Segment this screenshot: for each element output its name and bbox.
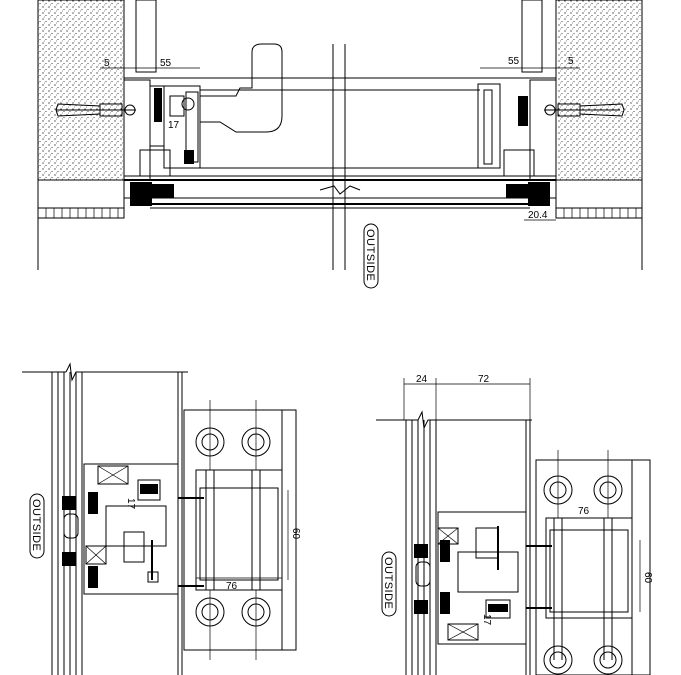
dim-bl-17: 17 <box>125 498 136 510</box>
right-window-profile <box>477 79 557 206</box>
center-mullion-line <box>319 44 361 270</box>
dim-left-5: 5 <box>104 58 110 69</box>
svg-text:OUTSIDE: OUTSIDE <box>364 229 376 281</box>
left-anchor-bolt <box>55 103 136 117</box>
left-screed <box>37 179 125 209</box>
outside-label-top: OUTSIDE <box>363 223 379 289</box>
left-sill-seal <box>130 182 152 206</box>
left-tile-strip <box>37 207 125 219</box>
right-anchor-bolt <box>544 103 625 117</box>
dim-right-55: 55 <box>508 56 520 67</box>
left-window-profile <box>123 79 201 206</box>
right-brick-infill <box>521 0 543 73</box>
svg-text:OUTSIDE: OUTSIDE <box>30 499 42 551</box>
br-bolt-heads <box>543 450 623 675</box>
left-gasket <box>152 184 174 198</box>
dim-br-72: 72 <box>478 374 490 385</box>
dim-br-17: 17 <box>481 614 492 626</box>
bl-mounting-plate <box>183 409 297 651</box>
dim-bl-60: 60 <box>290 528 301 540</box>
dim-left-20-4: 20.4 <box>132 198 152 209</box>
bottom-right-section: 24 72 17 <box>376 374 653 675</box>
top-section-plan: 55 5 17 20.4 55 5 20.4 OUTSIDE <box>37 0 643 289</box>
dim-br-60: 60 <box>642 572 653 584</box>
dim-right-5: 5 <box>568 56 574 67</box>
dim-left-17: 17 <box>168 120 180 131</box>
right-screed <box>555 179 643 209</box>
dim-br-24: 24 <box>416 374 428 385</box>
right-sill-seal <box>528 182 550 206</box>
left-brick-infill <box>135 0 157 73</box>
dim-br-76: 76 <box>578 506 590 517</box>
right-tile-strip <box>555 207 643 219</box>
outside-label-bottom-right: OUTSIDE <box>381 551 397 617</box>
bl-bolt-heads <box>195 400 271 660</box>
dim-bl-76: 76 <box>226 581 238 592</box>
bottom-left-section: 17 76 60 OUTSIDE <box>22 362 301 675</box>
dim-left-55: 55 <box>160 58 172 69</box>
outside-label-bottom-left: OUTSIDE <box>29 493 45 559</box>
svg-text:OUTSIDE: OUTSIDE <box>382 557 394 609</box>
dim-right-20-4: 20.4 <box>528 210 548 221</box>
window-handle <box>199 43 283 133</box>
br-mounting-plate <box>535 459 651 675</box>
right-gasket <box>506 184 528 198</box>
